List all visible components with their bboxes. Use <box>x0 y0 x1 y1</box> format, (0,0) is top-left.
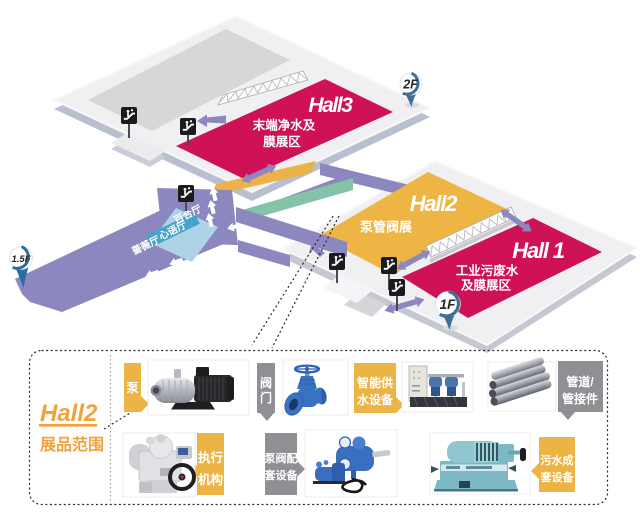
svg-text:阀: 阀 <box>260 376 272 390</box>
svg-text:膜展区: 膜展区 <box>263 134 301 149</box>
svg-text:污水成: 污水成 <box>541 453 574 467</box>
svg-text:泵管阀展: 泵管阀展 <box>360 220 413 235</box>
svg-text:Hall2: Hall2 <box>410 191 459 216</box>
svg-text:泵阀配: 泵阀配 <box>265 451 298 465</box>
svg-text:Hall3: Hall3 <box>308 94 353 117</box>
svg-text:末端净水及: 末端净水及 <box>252 118 316 133</box>
svg-text:Hall2: Hall2 <box>40 400 98 427</box>
svg-text:机构: 机构 <box>198 472 223 487</box>
svg-text:泵: 泵 <box>126 381 138 395</box>
svg-text:套设备: 套设备 <box>265 468 299 482</box>
svg-text:水设备: 水设备 <box>357 392 394 407</box>
svg-text:及膜展区: 及膜展区 <box>461 278 512 293</box>
svg-text:管道/: 管道/ <box>566 374 594 389</box>
svg-text:智能供: 智能供 <box>356 375 393 390</box>
svg-text:1.5F: 1.5F <box>11 254 30 265</box>
svg-text:展品范围: 展品范围 <box>40 435 104 454</box>
svg-text:2F: 2F <box>402 78 418 92</box>
svg-text:Hall 1: Hall 1 <box>512 238 564 263</box>
svg-text:管接件: 管接件 <box>562 391 598 406</box>
svg-text:1F: 1F <box>440 297 457 312</box>
svg-text:套设备: 套设备 <box>541 470 575 484</box>
svg-text:执行: 执行 <box>198 450 224 465</box>
svg-text:工业污废水: 工业污废水 <box>456 263 519 278</box>
svg-text:门: 门 <box>260 390 272 405</box>
